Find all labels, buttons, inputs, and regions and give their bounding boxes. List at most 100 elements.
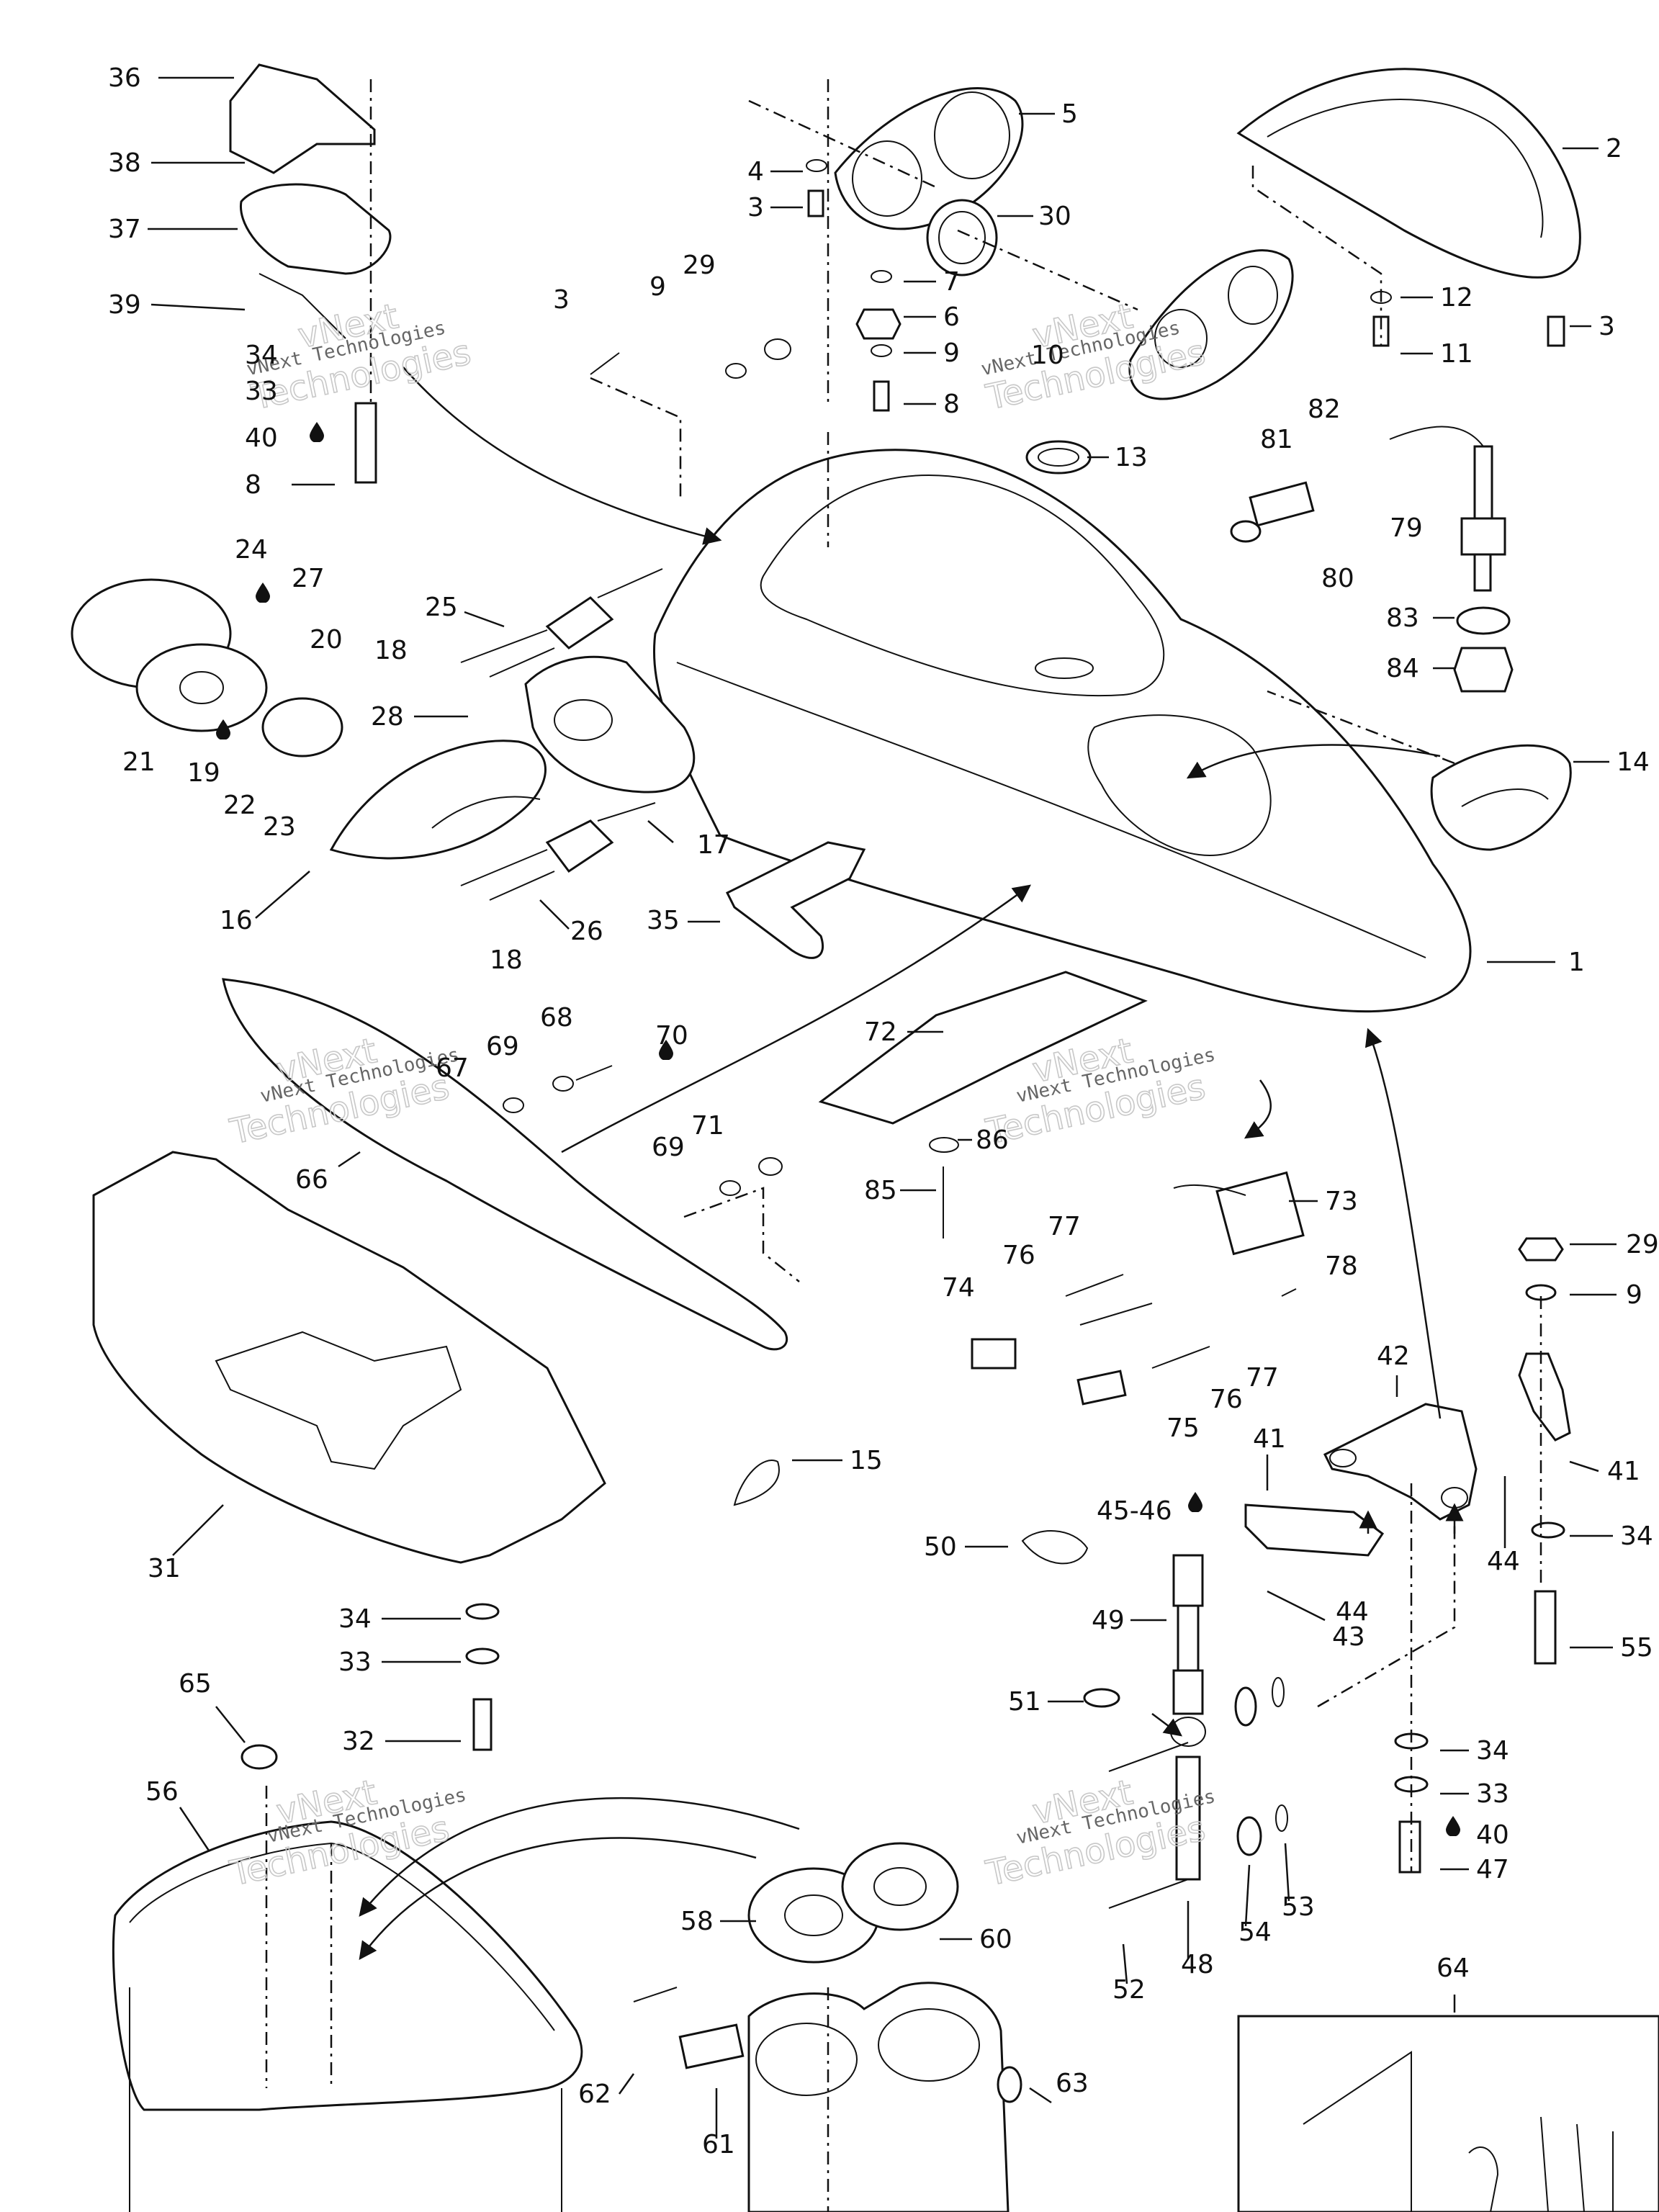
callout-label: 79 bbox=[1390, 513, 1423, 543]
part-6-nut bbox=[855, 308, 902, 340]
callout-label: 34 bbox=[1620, 1521, 1653, 1551]
callout-label: 64 bbox=[1437, 1954, 1470, 1983]
part-cup-holder-body bbox=[747, 1982, 1010, 2212]
leader-line bbox=[172, 1504, 224, 1556]
part-41-arm bbox=[1244, 1503, 1385, 1557]
leader-line bbox=[647, 820, 674, 843]
part-65-plug bbox=[240, 1744, 278, 1770]
part-14-cap bbox=[1430, 744, 1572, 851]
part-37-latch-base bbox=[239, 183, 392, 275]
part-25-bracket bbox=[460, 596, 614, 678]
callout-label: 27 bbox=[292, 564, 325, 593]
callout-label: 34 bbox=[338, 1604, 372, 1634]
part-56-storage-bin bbox=[112, 1820, 583, 2212]
callout-label: 45-46 bbox=[1097, 1496, 1172, 1526]
part-3-screw-right bbox=[1547, 315, 1565, 347]
part-66-deflector bbox=[222, 978, 788, 1351]
callout-label: 37 bbox=[108, 215, 141, 244]
part-9-washer-center bbox=[871, 344, 892, 357]
part-84-nut bbox=[1453, 647, 1514, 693]
callout-label: 34 bbox=[1476, 1736, 1509, 1766]
callout-label: 61 bbox=[702, 2130, 735, 2159]
leader-line bbox=[464, 611, 505, 628]
callout-label: 23 bbox=[263, 812, 296, 842]
part-30-gauge-ring bbox=[926, 199, 998, 276]
callout-label: 82 bbox=[1308, 395, 1341, 424]
callout-label: 38 bbox=[108, 148, 141, 178]
part-67-washer bbox=[503, 1097, 524, 1113]
callout-label: 55 bbox=[1620, 1633, 1653, 1663]
part-68-screw bbox=[575, 1065, 613, 1081]
callout-label: 80 bbox=[1321, 564, 1354, 593]
callout-label: 65 bbox=[179, 1669, 212, 1699]
callout-label: 21 bbox=[122, 747, 156, 777]
leader-line bbox=[618, 2073, 635, 2095]
callout-label: 39 bbox=[108, 290, 141, 320]
leader-line bbox=[215, 1706, 246, 1743]
callout-label: 60 bbox=[979, 1925, 1012, 1954]
part-33-washer-left bbox=[465, 1647, 500, 1665]
part-55-bolt bbox=[1534, 1590, 1557, 1665]
part-52-pin-bottom bbox=[1108, 1879, 1189, 1909]
part-3-screw-left bbox=[807, 189, 824, 217]
callout-label: 77 bbox=[1246, 1363, 1279, 1393]
part-51-washer bbox=[1083, 1688, 1120, 1708]
part-54-washer bbox=[1236, 1816, 1262, 1856]
callout-label: 12 bbox=[1440, 283, 1473, 313]
parts-artwork bbox=[71, 63, 1659, 2212]
leader-line bbox=[1029, 2087, 1052, 2104]
assembly-lines bbox=[265, 79, 1542, 2212]
callout-label: 68 bbox=[540, 1003, 573, 1033]
part-15-tie-wrap bbox=[733, 1460, 780, 1506]
part-79-sensor bbox=[1389, 426, 1506, 592]
callout-label: 31 bbox=[148, 1554, 181, 1583]
callout-label: 84 bbox=[1386, 654, 1419, 683]
part-50-tie-wrap bbox=[1021, 1530, 1089, 1565]
callout-label: 33 bbox=[1476, 1779, 1509, 1809]
callout-label: 6 bbox=[943, 302, 960, 332]
callout-label: 42 bbox=[1377, 1341, 1410, 1371]
part-26-bracket bbox=[460, 819, 614, 901]
callout-label: 50 bbox=[924, 1532, 957, 1562]
callout-label: 43 bbox=[1332, 1622, 1365, 1652]
oil-drop-icon bbox=[256, 583, 270, 603]
part-17-screw-top bbox=[597, 568, 663, 598]
callout-label: 9 bbox=[1626, 1280, 1642, 1310]
callout-label: 11 bbox=[1440, 339, 1473, 369]
callout-label: 2 bbox=[1606, 134, 1622, 163]
callout-label: 16 bbox=[220, 906, 253, 935]
part-17-screw-bottom bbox=[597, 802, 656, 822]
callout-label: 22 bbox=[223, 791, 256, 820]
leader-line bbox=[1244, 1864, 1251, 1927]
leader-line bbox=[539, 899, 570, 930]
callout-label: 26 bbox=[570, 917, 603, 946]
part-86-washer bbox=[929, 1137, 959, 1153]
callout-label: 74 bbox=[942, 1273, 975, 1303]
callout-label: 4 bbox=[747, 157, 764, 186]
callout-label: 69 bbox=[652, 1133, 685, 1162]
callout-label: 63 bbox=[1056, 2069, 1089, 2098]
callout-label: 10 bbox=[1031, 341, 1064, 370]
part-78-screw bbox=[1281, 1288, 1297, 1297]
part-32-screw bbox=[472, 1698, 493, 1751]
callout-label: 3 bbox=[747, 193, 764, 222]
callout-label: 20 bbox=[310, 625, 343, 655]
leader-line bbox=[1569, 1460, 1599, 1473]
part-60-cup-lid bbox=[841, 1842, 959, 1931]
callout-label: 72 bbox=[864, 1017, 897, 1047]
callout-label: 18 bbox=[374, 636, 408, 665]
callout-label: 30 bbox=[1038, 202, 1071, 231]
callout-label: 5 bbox=[1061, 99, 1078, 129]
part-75-connector bbox=[1076, 1370, 1127, 1406]
part-2-front-console bbox=[1236, 68, 1581, 279]
flow-arrows bbox=[359, 367, 1464, 1961]
callout-label: 41 bbox=[1253, 1424, 1286, 1454]
callout-label: 44 bbox=[1487, 1547, 1520, 1576]
callout-label: 75 bbox=[1166, 1413, 1200, 1443]
part-71-nut bbox=[758, 1157, 783, 1176]
callout-label: 7 bbox=[943, 267, 960, 297]
leader-line bbox=[1122, 1943, 1128, 1984]
callout-label: 3 bbox=[553, 285, 570, 315]
leader-line bbox=[179, 1807, 210, 1851]
